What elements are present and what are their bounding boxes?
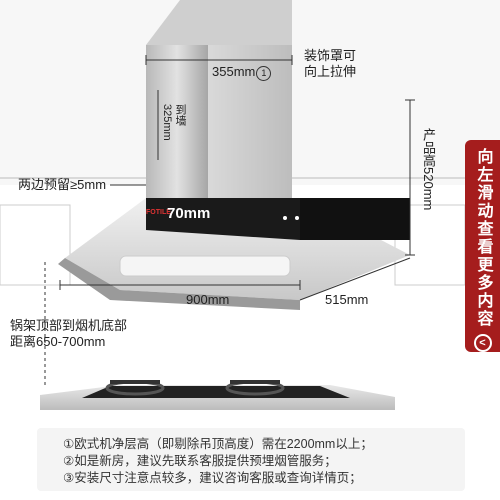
product-height-label: 产品高520mm bbox=[421, 128, 436, 211]
distance-label-line1: 锅架顶部到烟机底部 bbox=[10, 318, 128, 333]
control-dot-2 bbox=[295, 216, 299, 220]
dim-line-depth bbox=[299, 257, 411, 301]
to-ceiling-label: 到墙 bbox=[174, 104, 186, 126]
control-dot-1 bbox=[283, 216, 287, 220]
hood-thickness-label: 70mm bbox=[167, 205, 211, 222]
hood-bottom-edge bbox=[58, 258, 300, 310]
depth-label: 515mm bbox=[325, 292, 369, 307]
note-item: ②如是新房，建议先联系客服提供预埋烟管服务； bbox=[63, 454, 337, 468]
cover-note-line2: 向上拉伸 bbox=[304, 64, 357, 79]
side-gap-label: 两边预留≥5mm bbox=[18, 177, 107, 192]
left-cabinet bbox=[0, 204, 71, 286]
cover-height-label: 325mm bbox=[161, 104, 173, 141]
note-item: ①欧式机净层高（即剔除吊顶高度）需在2200mm以上； bbox=[63, 437, 373, 451]
note-item: ③安装尺寸注意点较多，建议咨询客服或查询详情页； bbox=[63, 471, 362, 485]
hood-intake bbox=[119, 255, 291, 277]
chimney-front bbox=[146, 45, 208, 198]
circle-number-icon: 1 bbox=[256, 66, 272, 81]
grate-left bbox=[110, 380, 160, 384]
width-label: 900mm bbox=[186, 292, 230, 307]
hood-side-black bbox=[300, 198, 410, 240]
cover-note-line1: 装饰罩可 bbox=[304, 48, 357, 63]
chimney-top bbox=[146, 0, 292, 45]
swipe-more-label: 向左滑动查看更多内容 bbox=[474, 148, 492, 328]
grate-right bbox=[230, 380, 280, 384]
swipe-more-tab[interactable]: 向左滑动查看更多内容 < bbox=[465, 140, 500, 352]
brand-mark: FOTILE bbox=[146, 209, 171, 216]
distance-label-line2: 距离650-700mm bbox=[10, 334, 106, 349]
chevron-left-icon: < bbox=[473, 334, 492, 352]
installation-notes: ①欧式机净层高（即剔除吊顶高度）需在2200mm以上； ②如是新房，建议先联系客… bbox=[37, 428, 465, 491]
chimney-side bbox=[208, 45, 292, 205]
